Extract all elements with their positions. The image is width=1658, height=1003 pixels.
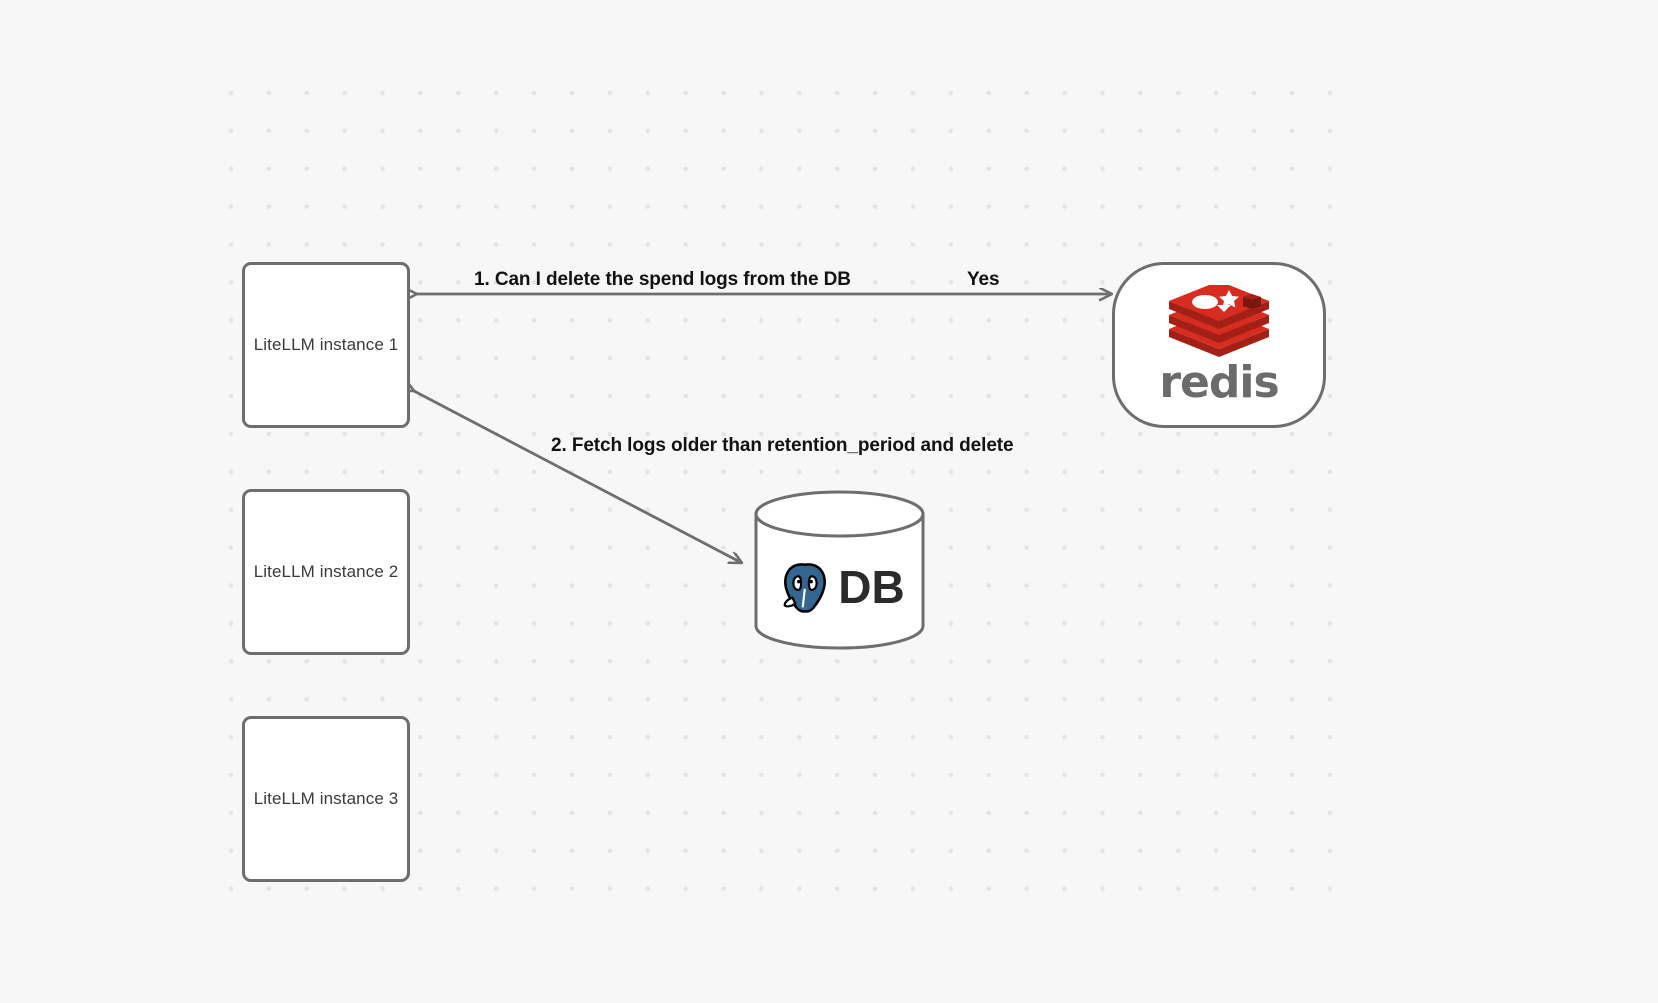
node-redis[interactable]: redis — [1112, 262, 1326, 428]
edge-label-1-reply: Yes — [967, 269, 1000, 290]
edge-label-1: 1. Can I delete the spend logs from the … — [474, 269, 851, 290]
db-logo-and-text: DB — [753, 552, 926, 622]
edge-label-2: 2. Fetch logs older than retention_perio… — [551, 435, 1014, 456]
postgresql-elephant-icon — [774, 556, 836, 618]
node-label: LiteLLM instance 1 — [253, 335, 399, 354]
db-label: DB — [838, 561, 905, 613]
edge-litellm1-db — [414, 391, 742, 563]
redis-wordmark: redis — [1159, 357, 1279, 408]
node-litellm-instance-2[interactable]: LiteLLM instance 2 — [242, 489, 410, 655]
node-litellm-instance-3[interactable]: LiteLLM instance 3 — [242, 716, 410, 882]
postgres-elephant-svg — [783, 561, 828, 614]
node-label: LiteLLM instance 2 — [253, 562, 399, 581]
node-litellm-instance-1[interactable]: LiteLLM instance 1 — [242, 262, 410, 428]
redis-stack-icon — [1169, 281, 1269, 357]
redis-logo-icon — [1165, 281, 1273, 359]
node-db[interactable]: DB — [753, 490, 926, 650]
node-label: LiteLLM instance 3 — [253, 789, 399, 808]
cylinder-shape — [754, 490, 925, 650]
